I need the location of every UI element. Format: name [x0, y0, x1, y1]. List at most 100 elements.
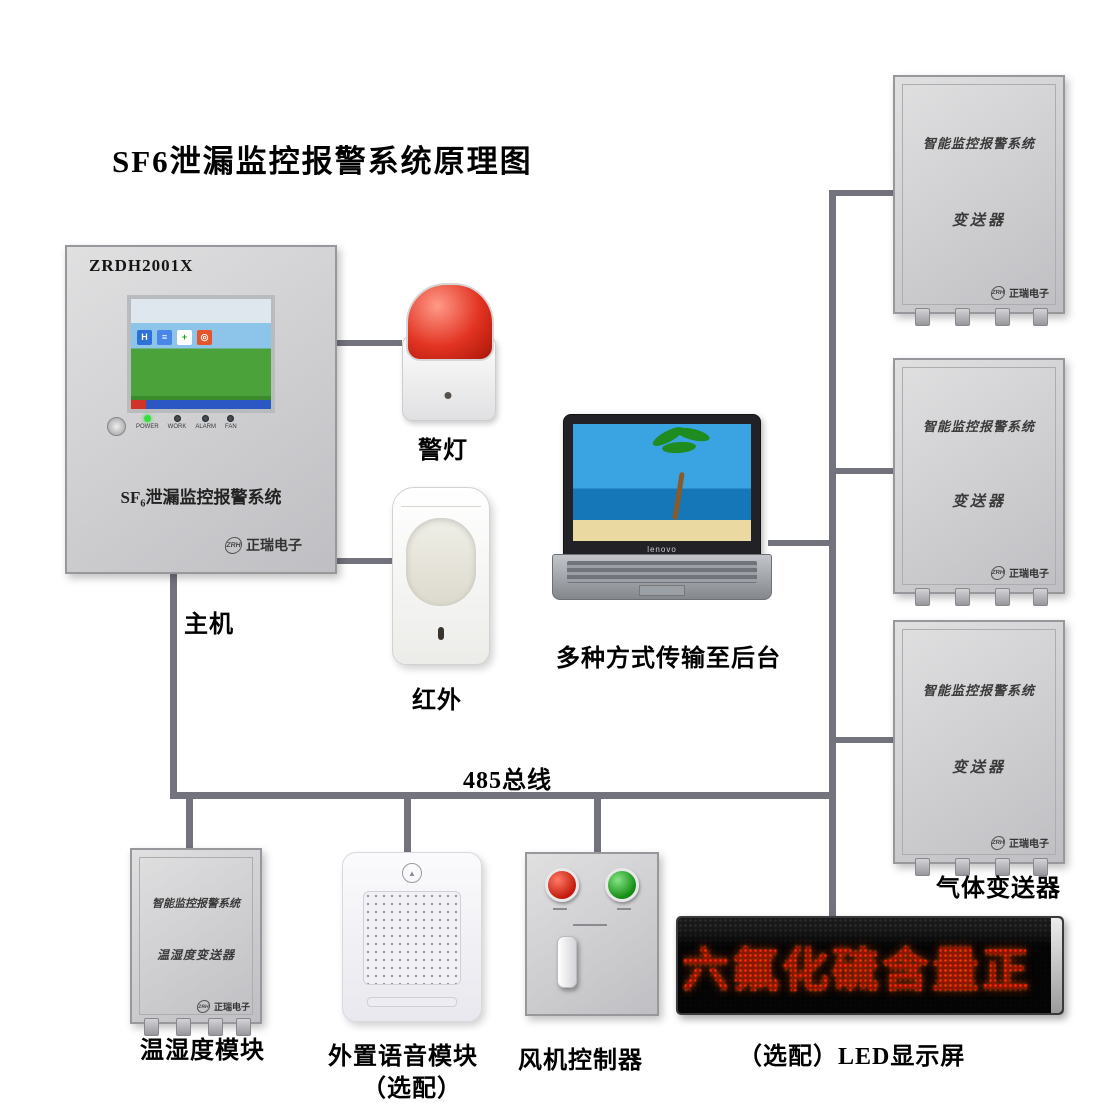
touchpad	[639, 585, 685, 596]
main-controller-device: ZRDH2001X H ≡ + ◎ POWER WORK ALARM FAN S…	[65, 245, 337, 574]
transmitter-title: 智能监控报警系统	[922, 136, 1035, 152]
front-panel-controls: POWER WORK ALARM FAN	[107, 415, 297, 449]
led-label: FAN	[225, 424, 237, 430]
cable-gland	[915, 588, 930, 606]
transmitter-subtitle: 变送器	[951, 212, 1006, 229]
brand-text: 正瑞电子	[213, 1002, 250, 1012]
switch-handle	[557, 936, 577, 988]
app-icon: H	[137, 329, 152, 345]
model-number: ZRDH2001X	[89, 256, 194, 275]
led-panel-end-cap	[1051, 918, 1062, 1013]
button-marking	[617, 908, 631, 910]
fan-controller-label: 风机控制器	[518, 1048, 643, 1074]
zrh-logo-icon: ZRH	[990, 565, 1006, 580]
led-indicator: ALARM	[195, 415, 216, 430]
box-inner-panel	[139, 857, 253, 1015]
brand-logo: ZRH 正瑞电子	[196, 1000, 250, 1013]
voice-module-device: ▲	[342, 852, 482, 1022]
alarm-strobe-device	[402, 283, 496, 421]
laptop-device: lenovo	[552, 414, 772, 600]
start-button	[605, 868, 639, 902]
zrh-logo-icon: ZRH	[223, 536, 244, 554]
line-main-to-infrared	[333, 558, 392, 564]
palm-tree	[672, 471, 685, 521]
app-icon: ≡	[157, 329, 172, 345]
led-label: WORK	[167, 424, 187, 430]
line-drop-fan-controller	[594, 799, 601, 853]
gas-transmitter-1: 智能监控报警系统 变送器 ZRH 正瑞电子	[893, 75, 1065, 326]
led-label: ALARM	[195, 424, 217, 430]
led-indicator: POWER	[136, 415, 159, 430]
device-name: SF₆泄漏监控报警系统	[120, 488, 282, 507]
temp-humidity-module-device: 智能监控报警系统 温湿度变送器 ZRH 正瑞电子	[130, 848, 262, 1036]
alarm-indicator-dot	[444, 392, 452, 399]
cable-gland	[1033, 588, 1048, 606]
keyboard	[567, 561, 757, 583]
cable-gland	[176, 1018, 191, 1036]
alarm-light-label: 警灯	[418, 438, 468, 464]
cable-gland	[236, 1018, 251, 1036]
transmitter-group-label: 气体变送器	[936, 876, 1061, 902]
desktop-icons: H ≡ + ◎	[137, 329, 212, 345]
beach-wallpaper	[573, 424, 751, 541]
line-branch-transmitter-2	[836, 468, 893, 474]
line-branch-transmitter-3	[836, 737, 893, 743]
cable-gland	[995, 588, 1010, 606]
module-title: 智能监控报警系统	[152, 897, 240, 910]
line-485-bus	[170, 792, 836, 799]
button-marking	[553, 908, 567, 910]
line-main-to-alarm	[333, 340, 402, 346]
led-display-text: 六氟化硫含量正	[682, 945, 1032, 997]
temp-module-label: 温湿度模块	[140, 1038, 265, 1064]
box-inner-panel	[902, 629, 1056, 855]
transmitter-subtitle: 变送器	[951, 760, 1006, 777]
stop-button	[545, 868, 579, 902]
controller-screen: H ≡ + ◎	[127, 295, 275, 413]
cable-gland	[915, 858, 930, 876]
fan-controller-device	[525, 852, 659, 1016]
led-display-device: 六氟化硫含量正	[676, 916, 1064, 1015]
cable-gland	[144, 1018, 159, 1036]
voice-module-sublabel: （选配）	[362, 1076, 462, 1102]
speaker-slot	[367, 997, 457, 1007]
voice-module-label: 外置语音模块	[328, 1044, 478, 1070]
cable-gland	[955, 858, 970, 876]
brand-logo: ZRH 正瑞电子	[990, 565, 1049, 580]
laptop-brand: lenovo	[647, 545, 677, 554]
speaker-emblem-icon: ▲	[402, 863, 422, 883]
alarm-red-dome	[406, 283, 494, 361]
sensor-lens	[406, 518, 476, 606]
cable-gland	[1033, 308, 1048, 326]
main-unit-label: 主机	[184, 612, 234, 638]
line-branch-transmitter-1	[836, 190, 893, 196]
zrh-logo-icon: ZRH	[990, 835, 1006, 850]
cable-gland	[995, 858, 1010, 876]
gas-transmitter-2: 智能监控报警系统 变送器 ZRH 正瑞电子	[893, 358, 1065, 606]
brand-text: 正瑞电子	[1009, 289, 1049, 300]
led-label: POWER	[136, 424, 159, 430]
brand-text: 正瑞电子	[246, 539, 302, 554]
cable-gland	[1033, 858, 1048, 876]
led-display-label: （选配）LED显示屏	[738, 1044, 966, 1070]
brand-logo: ZRH 正瑞电子	[223, 535, 302, 555]
infrared-label: 红外	[412, 688, 462, 714]
brand-logo: ZRH 正瑞电子	[990, 835, 1049, 850]
gas-transmitter-3: 智能监控报警系统 变送器 ZRH 正瑞电子	[893, 620, 1065, 876]
line-main-down	[170, 568, 177, 798]
zrh-logo-icon: ZRH	[196, 1000, 211, 1013]
diagram-title: SF6泄漏监控报警系统原理图	[112, 144, 533, 179]
brand-text: 正瑞电子	[1009, 569, 1049, 580]
infrared-sensor-device	[392, 487, 490, 665]
led-dot	[202, 415, 210, 422]
sensor-slot	[438, 627, 444, 640]
zrh-logo-icon: ZRH	[990, 285, 1006, 300]
led-indicator-row: POWER WORK ALARM FAN	[136, 415, 237, 430]
cable-gland	[915, 308, 930, 326]
laptop-keyboard-base	[552, 554, 772, 600]
app-icon: ◎	[197, 329, 212, 345]
cable-gland	[208, 1018, 223, 1036]
led-dot	[227, 415, 235, 422]
panel-button	[107, 417, 126, 436]
desktop-wallpaper	[131, 299, 271, 409]
speaker-grille	[363, 891, 461, 985]
